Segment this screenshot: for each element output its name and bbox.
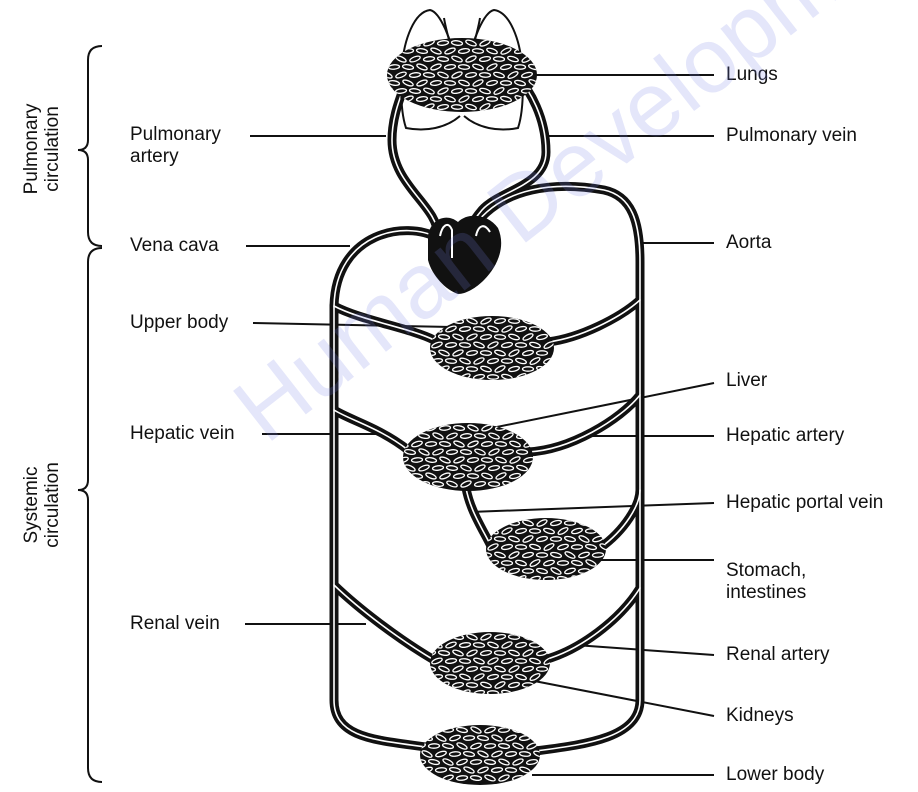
lower-body-label: Lower body: [726, 764, 824, 786]
capillary-loop: [404, 434, 415, 439]
capillary-loop: [526, 726, 538, 734]
capillary-loop: [424, 317, 436, 325]
capillary-loop: [381, 104, 392, 110]
capillary-loop: [438, 634, 449, 640]
capillary-loop: [533, 735, 544, 741]
capillary-loop: [421, 766, 433, 774]
capillary-loop: [424, 633, 436, 641]
capillary-loop: [381, 41, 392, 46]
capillary-loop: [445, 373, 457, 381]
capillary-loop: [397, 473, 408, 478]
pulmonary-bracket: [78, 46, 102, 246]
capillary-loop: [424, 365, 436, 373]
capillary-loop: [409, 39, 421, 48]
capillary-loop: [599, 528, 611, 535]
renal-vein-label: Renal vein: [130, 613, 220, 635]
capillary-loop: [438, 365, 450, 373]
vena-cava-label: Vena cava: [130, 235, 219, 257]
side-label-line: Pulmonary: [21, 89, 42, 209]
capillary-loop: [404, 480, 416, 488]
hepatic-artery-label: Hepatic artery: [726, 425, 844, 447]
capillary-loop: [438, 318, 449, 324]
capillary-loop: [414, 725, 426, 734]
capillary-loop: [543, 691, 554, 696]
capillary-loop: [529, 689, 541, 696]
stomach-intestines-capillary-bed: [480, 518, 611, 584]
heart: [428, 216, 501, 294]
capillary-loop: [507, 105, 518, 110]
label-line: Pulmonary: [130, 124, 221, 146]
kidneys-label: Kidneys: [726, 705, 794, 727]
stomach-intestines-label: Stomach, intestines: [726, 560, 806, 604]
capillary-loop: [431, 374, 442, 380]
renal-artery-label: Renal artery: [726, 644, 830, 666]
pulmonary-circulation-label: Pulmonary circulation: [21, 89, 63, 209]
label-line: artery: [130, 146, 221, 168]
capillary-loop: [388, 47, 400, 55]
capillary-loop: [536, 316, 548, 325]
liver-capillary-bed: [397, 423, 535, 491]
capillary-loop: [381, 56, 393, 62]
capillary-loop: [543, 375, 554, 380]
capillary-loop: [592, 568, 604, 574]
capillary-loop: [592, 518, 604, 527]
systemic-bracket: [78, 248, 102, 782]
upper-body-label: Upper body: [130, 312, 228, 334]
capillary-loop: [414, 775, 426, 782]
capillary-loop: [526, 775, 537, 780]
aorta-label: Aorta: [726, 232, 771, 254]
pulmonary-vein-label: Pulmonary vein: [726, 125, 857, 147]
capillary-loop: [487, 577, 498, 582]
label-line: intestines: [726, 582, 806, 604]
capillary-loop: [428, 726, 440, 733]
capillary-loop: [501, 575, 513, 582]
capillary-loop: [431, 690, 442, 696]
capillary-loop: [480, 567, 492, 575]
hepatic-vein-label: Hepatic vein: [130, 423, 235, 445]
capillary-loop: [529, 373, 541, 380]
hepatic-portal-vein-label: Hepatic portal vein: [726, 492, 883, 514]
side-label-line: Systemic: [21, 445, 42, 565]
lungs-label: Lungs: [726, 64, 778, 86]
capillary-loop: [528, 49, 539, 54]
capillary-loop: [516, 479, 528, 488]
label-line: Stomach,: [726, 560, 806, 582]
kidneys-capillary-bed: [424, 632, 555, 698]
capillary-loop: [411, 424, 423, 433]
systemic-circulation-label: Systemic circulation: [21, 445, 63, 565]
capillary-loop: [418, 481, 429, 487]
capillary-loop: [543, 641, 555, 648]
capillary-loop: [494, 520, 506, 526]
capillary-loop: [431, 641, 443, 649]
liver-label: Liver: [726, 370, 767, 392]
side-label-line: circulation: [42, 445, 63, 565]
lower-body-capillary-bed: [414, 725, 545, 785]
capillary-loop: [523, 474, 534, 479]
capillary-loop: [523, 424, 535, 432]
capillary-loop: [536, 632, 548, 641]
side-label-line: circulation: [42, 89, 63, 209]
capillary-loop: [381, 87, 393, 95]
capillary-loop: [509, 425, 520, 430]
capillary-loop: [521, 39, 533, 46]
capillary-loop: [424, 681, 436, 689]
pulmonary-artery-label: Pulmonary artery: [130, 124, 221, 168]
capillary-loop: [571, 575, 583, 584]
capillary-loop: [445, 689, 457, 697]
capillary-loop: [494, 566, 506, 575]
capillary-loop: [438, 681, 450, 689]
capillary-loop: [585, 575, 597, 583]
capillary-loop: [599, 576, 610, 582]
capillary-loop: [397, 425, 409, 432]
